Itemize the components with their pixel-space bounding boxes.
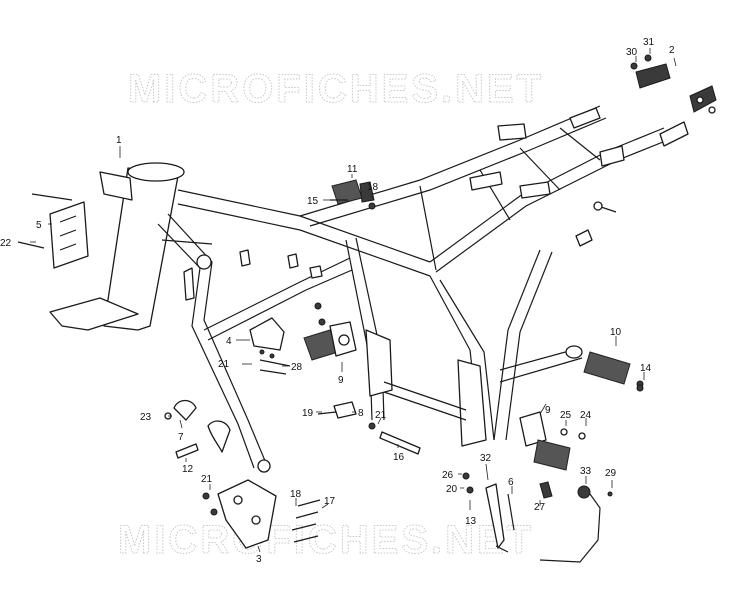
callout-12: 12 [182, 464, 194, 475]
part-5-plate [49, 201, 89, 269]
part-9-footpeg-left [303, 302, 357, 361]
main-frame [49, 105, 689, 473]
callout-18a: 18 [367, 182, 379, 193]
part-6-spring [507, 493, 515, 531]
callout-7: 7 [178, 432, 184, 443]
callout-26: 26 [442, 470, 454, 481]
callout-19: 19 [302, 408, 314, 419]
callout-22: 22 [0, 238, 12, 249]
part-22-bolt [17, 241, 45, 249]
callout-32: 32 [480, 453, 492, 464]
part-10-footpeg-right [565, 345, 644, 388]
callout-17: 17 [324, 496, 336, 507]
callout-27: 27 [534, 502, 546, 513]
callout-21b: 21 [375, 410, 387, 421]
bolt-top-left [31, 193, 73, 201]
part-20-bolt [466, 486, 474, 494]
leader-lines [30, 48, 677, 553]
callout-16: 16 [393, 452, 405, 463]
callout-28: 28 [291, 362, 303, 373]
part-26-nut [462, 472, 470, 480]
callout-21c: 21 [201, 474, 213, 485]
part-29-screw [607, 491, 613, 497]
callout-4: 4 [226, 336, 232, 347]
part-4-bracket [249, 317, 291, 375]
callout-13: 13 [465, 516, 477, 527]
part-21-nut-center [368, 422, 376, 430]
callout-10: 10 [610, 327, 622, 338]
callout-1: 1 [116, 135, 122, 146]
part-9-footpeg-rear [519, 411, 586, 471]
callout-2: 2 [669, 45, 675, 56]
part-17-18-bolts [291, 499, 321, 543]
callout-14: 14 [640, 363, 652, 374]
callout-15: 15 [307, 196, 319, 207]
callout-30: 30 [626, 47, 638, 58]
part-2-bracket [635, 63, 717, 114]
watermark-top: MICROFICHES.NET [128, 67, 544, 111]
part-23-7-spring-clip [164, 399, 197, 421]
callout-21a: 21 [218, 359, 230, 370]
part-32-sidestand [485, 483, 509, 553]
callout-20: 20 [446, 484, 458, 495]
callout-5: 5 [36, 220, 42, 231]
callout-23: 23 [140, 412, 152, 423]
watermark-bottom: MICROFICHES.NET [118, 518, 534, 562]
part-11-footpeg [330, 179, 376, 210]
callout-31: 31 [643, 37, 655, 48]
part-31-bolt [644, 54, 652, 62]
callout-25: 25 [560, 410, 572, 421]
callout-9a: 9 [338, 375, 344, 386]
part-14-bolt [636, 384, 644, 392]
callout-8: 8 [358, 408, 364, 419]
callout-11: 11 [347, 164, 358, 175]
callout-9b: 9 [545, 405, 551, 416]
part-8-bolt-set [317, 401, 357, 419]
part-16-long-bolt [379, 431, 421, 455]
part-12-pin [175, 443, 199, 459]
part-27-bolt [539, 481, 553, 499]
callout-3: 3 [256, 554, 262, 565]
part-33-switch [539, 485, 601, 563]
part-3-sidestand-bracket [202, 479, 277, 549]
callout-33: 33 [580, 466, 592, 477]
callout-6: 6 [508, 477, 514, 488]
part-30-bolt [630, 62, 638, 70]
callout-29: 29 [605, 468, 617, 479]
callout-18b: 18 [290, 489, 302, 500]
callout-24: 24 [580, 410, 592, 421]
